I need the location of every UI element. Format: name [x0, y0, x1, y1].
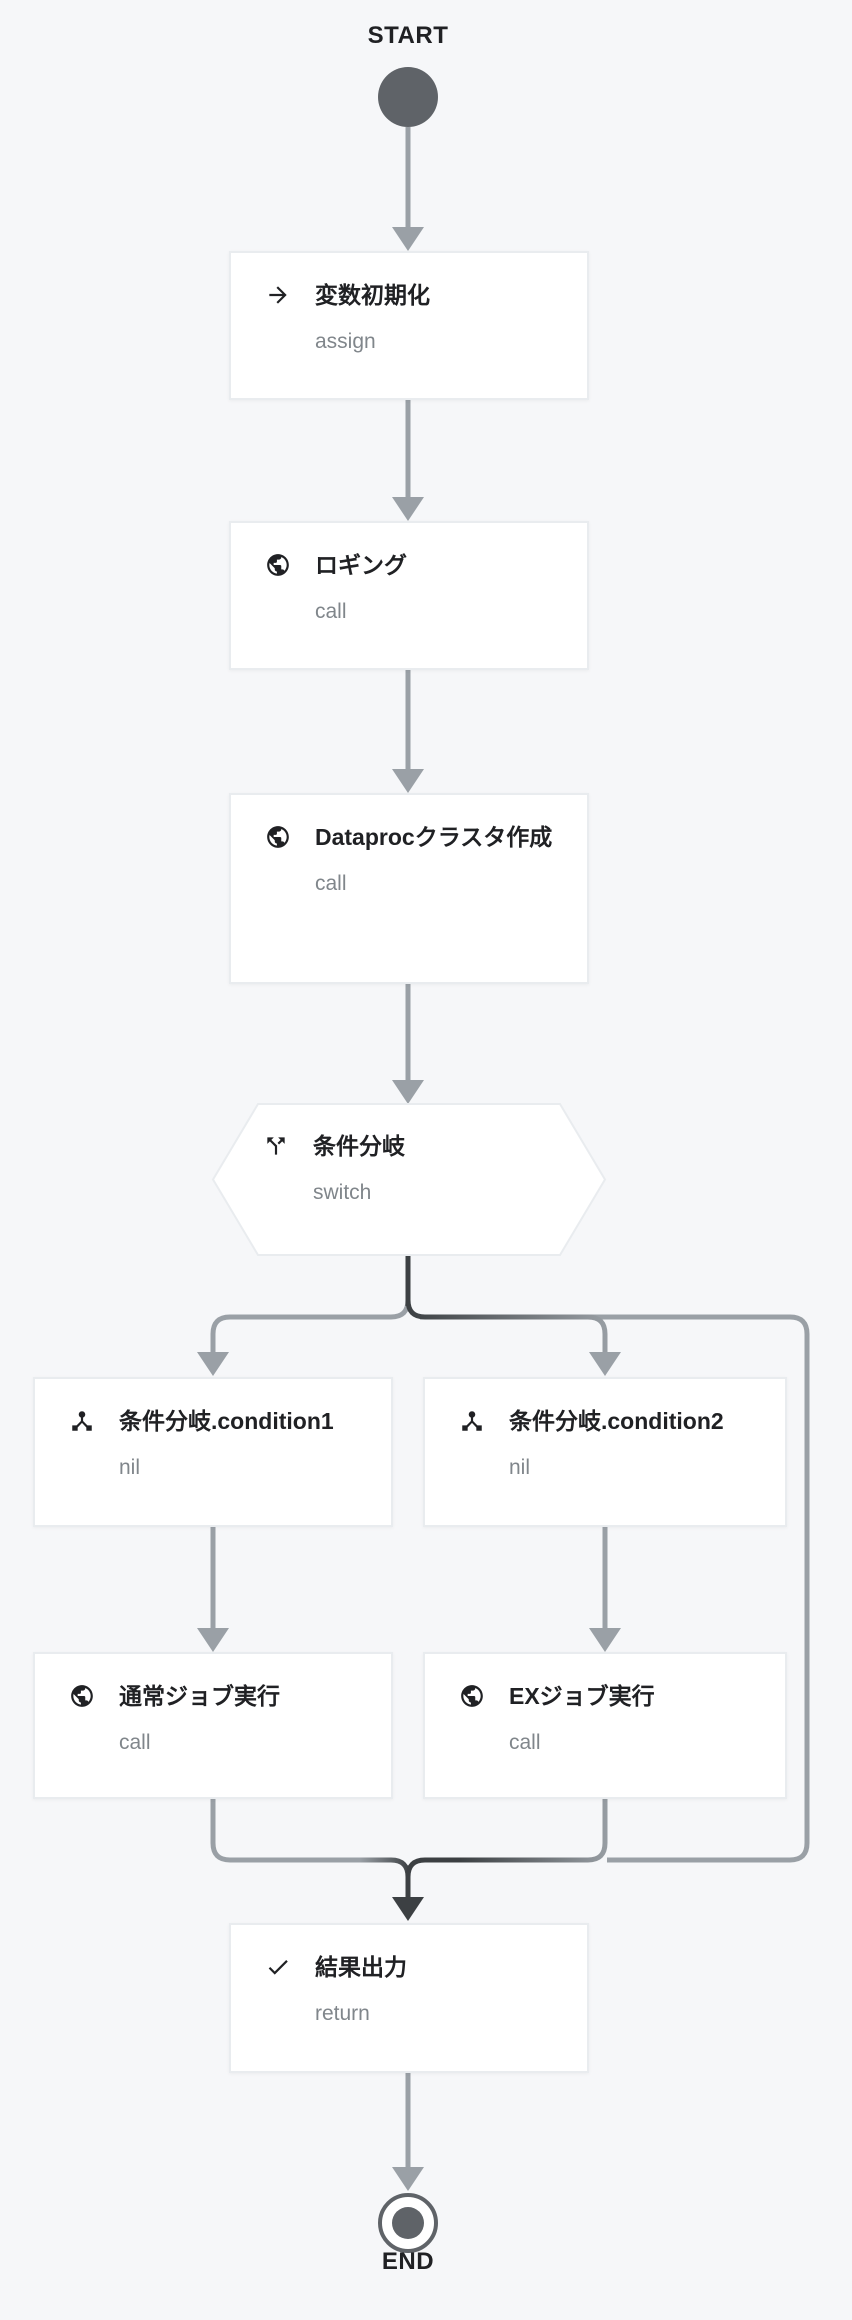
switch-hexagon-shape[interactable]	[211, 1103, 607, 1256]
arrow-forward-icon	[265, 282, 291, 308]
node-subtitle: call	[119, 1731, 151, 1754]
node-title: 条件分岐.condition1	[119, 1408, 334, 1434]
node-dataproc[interactable]: Dataprocクラスタ作成 call	[229, 793, 589, 984]
globe-icon	[265, 552, 291, 578]
arrowhead	[392, 769, 424, 793]
arrowhead-dark-into-output	[392, 1897, 424, 1921]
node-title: 変数初期化	[315, 282, 430, 308]
node-condition1[interactable]: 条件分岐.condition1 nil	[33, 1377, 393, 1527]
node-subtitle: call	[315, 600, 347, 623]
node-switch[interactable]: 条件分岐 switch	[229, 1104, 589, 1255]
node-title: EXジョブ実行	[509, 1683, 655, 1709]
edge-switch-to-condition1	[210, 1299, 411, 1352]
edge-gradient-lines	[210, 1255, 608, 1897]
start-label: START	[367, 22, 449, 49]
node-condition2[interactable]: 条件分岐.condition2 nil	[423, 1377, 787, 1527]
node-subtitle: call	[509, 1731, 541, 1754]
arrowhead	[392, 2167, 424, 2191]
node-subtitle: return	[315, 2002, 370, 2025]
arrowhead	[589, 1628, 621, 1652]
device-hub-icon	[459, 1408, 485, 1434]
node-normal-job[interactable]: 通常ジョブ実行 call	[33, 1652, 393, 1799]
node-title: 通常ジョブ実行	[119, 1683, 280, 1709]
node-subtitle: call	[315, 872, 347, 895]
arrowhead	[392, 1080, 424, 1104]
node-title: 結果出力	[315, 1954, 407, 1980]
start-node-circle[interactable]	[378, 67, 438, 127]
node-subtitle: switch	[313, 1181, 372, 1204]
call-split-icon	[263, 1133, 289, 1159]
node-title: 条件分岐.condition2	[509, 1408, 724, 1434]
globe-icon	[459, 1683, 485, 1709]
edge-lines	[210, 127, 810, 2167]
arrowhead	[197, 1628, 229, 1652]
end-node-dot	[392, 2207, 424, 2239]
arrowhead	[392, 497, 424, 521]
globe-icon	[69, 1683, 95, 1709]
node-title: ロギング	[315, 552, 407, 578]
arrowhead	[197, 1352, 229, 1376]
node-logging[interactable]: ロギング call	[229, 521, 589, 670]
device-hub-icon	[69, 1408, 95, 1434]
node-output[interactable]: 結果出力 return	[229, 1923, 589, 2073]
node-subtitle: nil	[119, 1456, 141, 1479]
edge-ex-job-to-output	[405, 1799, 608, 1897]
edge-switch-else-bypass	[420, 1314, 810, 1863]
node-subtitle: nil	[509, 1456, 531, 1479]
check-icon	[265, 1954, 291, 1980]
node-subtitle: assign	[315, 330, 376, 353]
arrowhead	[392, 227, 424, 251]
end-label: END	[381, 2248, 435, 2275]
node-title: 条件分岐	[313, 1133, 405, 1159]
edge-normal-job-to-join	[210, 1799, 411, 1878]
arrowheads	[197, 227, 621, 2191]
edge-switch-to-condition2	[405, 1299, 608, 1352]
globe-icon	[265, 824, 291, 850]
node-init[interactable]: 変数初期化 assign	[229, 251, 589, 400]
arrowhead	[589, 1352, 621, 1376]
node-ex-job[interactable]: EXジョブ実行 call	[423, 1652, 787, 1799]
node-title: Dataprocクラスタ作成	[315, 824, 553, 850]
